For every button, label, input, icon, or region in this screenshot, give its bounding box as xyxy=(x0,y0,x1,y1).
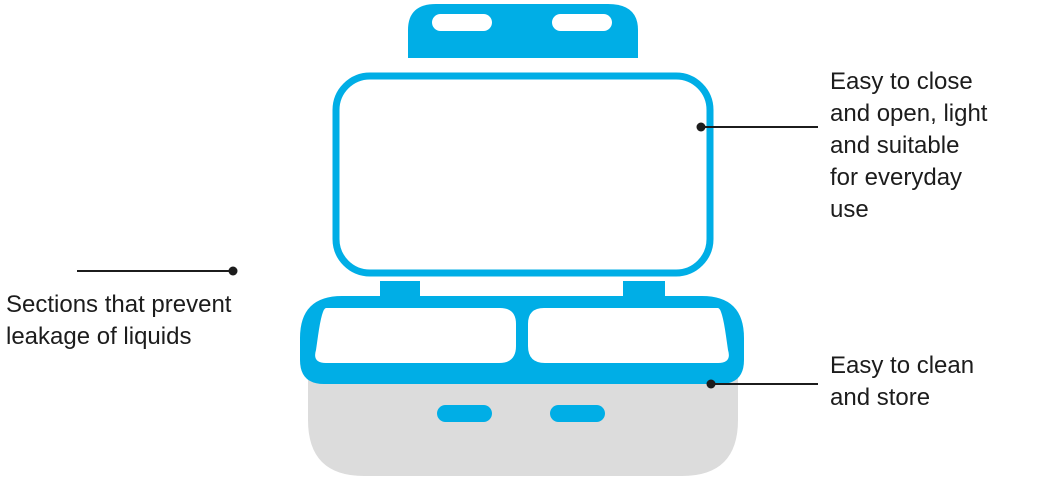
lid xyxy=(332,72,714,277)
callout-line: and open, light xyxy=(830,100,988,127)
callout-line: use xyxy=(830,196,869,223)
leader-sections xyxy=(77,266,238,276)
leader-dot xyxy=(228,266,238,276)
callout-line: Sections that prevent xyxy=(6,291,232,318)
callout-line: leakage of liquids xyxy=(6,323,192,350)
compartment-left xyxy=(315,308,516,363)
base-slot-right xyxy=(550,405,605,422)
callout-line: and store xyxy=(830,384,931,411)
callout-sections-text: Sections that prevent leakage of liquids xyxy=(6,289,296,353)
callout-line: for everyday xyxy=(830,164,963,191)
leader-lid xyxy=(696,122,818,132)
leader-dot xyxy=(696,122,706,132)
handle-slot-right xyxy=(552,14,612,31)
base-slot-left xyxy=(437,405,492,422)
compartment-right xyxy=(528,308,729,363)
callout-line: Easy to close xyxy=(830,68,973,95)
callout-lid-text: Easy to close and open, light and suitable… xyxy=(830,66,1040,226)
leader-dot xyxy=(706,379,716,389)
handle-slot-left xyxy=(432,14,492,31)
callout-line: and suitable xyxy=(830,132,960,159)
callout-clean-text: Easy to clean and store xyxy=(830,350,1040,414)
callout-line: Easy to clean xyxy=(830,352,975,379)
lid-handle xyxy=(408,4,638,58)
leader-clean xyxy=(706,379,818,389)
